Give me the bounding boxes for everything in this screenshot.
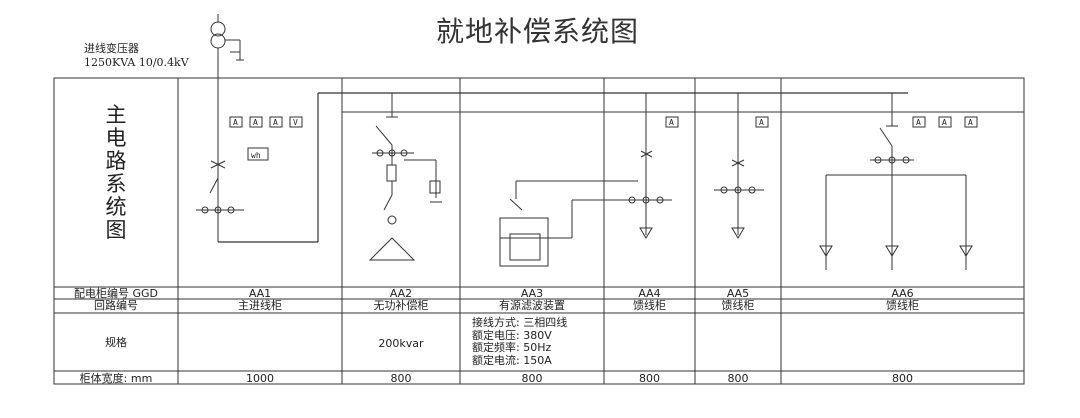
spec-line: 额定频率: 50Hz — [472, 341, 552, 354]
circuit-name: 有源滤波装置 — [499, 299, 565, 312]
ammeter-icon: A — [759, 118, 764, 127]
spec-line: 额定电压: 380V — [472, 328, 552, 342]
main-circuit-char: 电 — [105, 126, 127, 150]
diagram-title: 就地补偿系统图 — [436, 15, 640, 48]
energy-meter-icon: wh — [251, 151, 261, 160]
ammeter-icon: A — [916, 118, 921, 127]
ammeter-icon: A — [253, 118, 258, 127]
circuit-name: 馈线柜 — [633, 299, 666, 312]
cabinet-id: AA5 — [726, 287, 750, 300]
voltmeter-icon: V — [293, 118, 298, 127]
main-circuit-label: 主 电 路 系 统 图 — [98, 104, 134, 242]
main-circuit-char: 路 — [105, 149, 127, 173]
spec-multiline: 接线方式: 三相四线 额定电压: 380V 额定频率: 50Hz 额定电流: 1… — [472, 316, 568, 367]
main-circuit-char: 图 — [105, 218, 127, 242]
cabinet-width: 1000 — [246, 372, 274, 385]
spec-line: 接线方式: 三相四线 — [472, 316, 568, 329]
ammeter-icon: A — [233, 118, 238, 127]
circuit-name: 馈线柜 — [721, 299, 755, 312]
ammeter-icon: A — [273, 118, 278, 127]
ammeter-icon: A — [669, 118, 674, 127]
main-circuit-char: 统 — [105, 195, 127, 219]
aa5-circuit — [714, 93, 769, 239]
circuit-name: 无功补偿柜 — [373, 299, 429, 312]
transformer-spec: 1250KVA 10/0.4kV — [84, 56, 189, 69]
cabinet-id: AA2 — [389, 287, 413, 300]
cabinet-width: 800 — [892, 372, 913, 385]
aa3-circuit — [499, 180, 638, 267]
cabinet-id: AA1 — [248, 287, 272, 300]
cabinet-width: 800 — [727, 372, 749, 385]
aa1-circuit — [196, 116, 303, 214]
cabinet-width: 800 — [521, 372, 543, 385]
aa6-circuit — [819, 93, 978, 270]
main-circuit-char: 系 — [105, 172, 127, 196]
cabinet-width: 800 — [390, 372, 412, 385]
cabinet-width: 800 — [639, 372, 660, 385]
spec-value: 200kvar — [378, 337, 424, 350]
cabinet-id: AA6 — [891, 287, 914, 300]
main-circuit-char: 主 — [105, 103, 127, 127]
transformer-label: 进线变压器 — [84, 42, 139, 55]
ammeter-icon: A — [942, 118, 947, 127]
cabinet-id: AA4 — [638, 287, 661, 300]
ammeter-icon: A — [968, 118, 973, 127]
aa2-circuit — [368, 93, 442, 261]
row-header-cabinet-no: 配电柜编号 GGD — [73, 287, 158, 300]
aa4-circuit — [622, 93, 679, 239]
circuit-name: 馈线柜 — [886, 299, 919, 312]
circuit-name: 主进线柜 — [238, 299, 282, 312]
row-header-spec: 规格 — [105, 336, 127, 349]
row-header-width: 柜体宽度: mm — [79, 372, 153, 385]
spec-line: 额定电流: 150A — [472, 353, 552, 367]
row-header-circuit-no: 回路编号 — [94, 299, 138, 312]
table-frame — [53, 77, 1025, 385]
cabinet-id: AA3 — [520, 287, 544, 300]
